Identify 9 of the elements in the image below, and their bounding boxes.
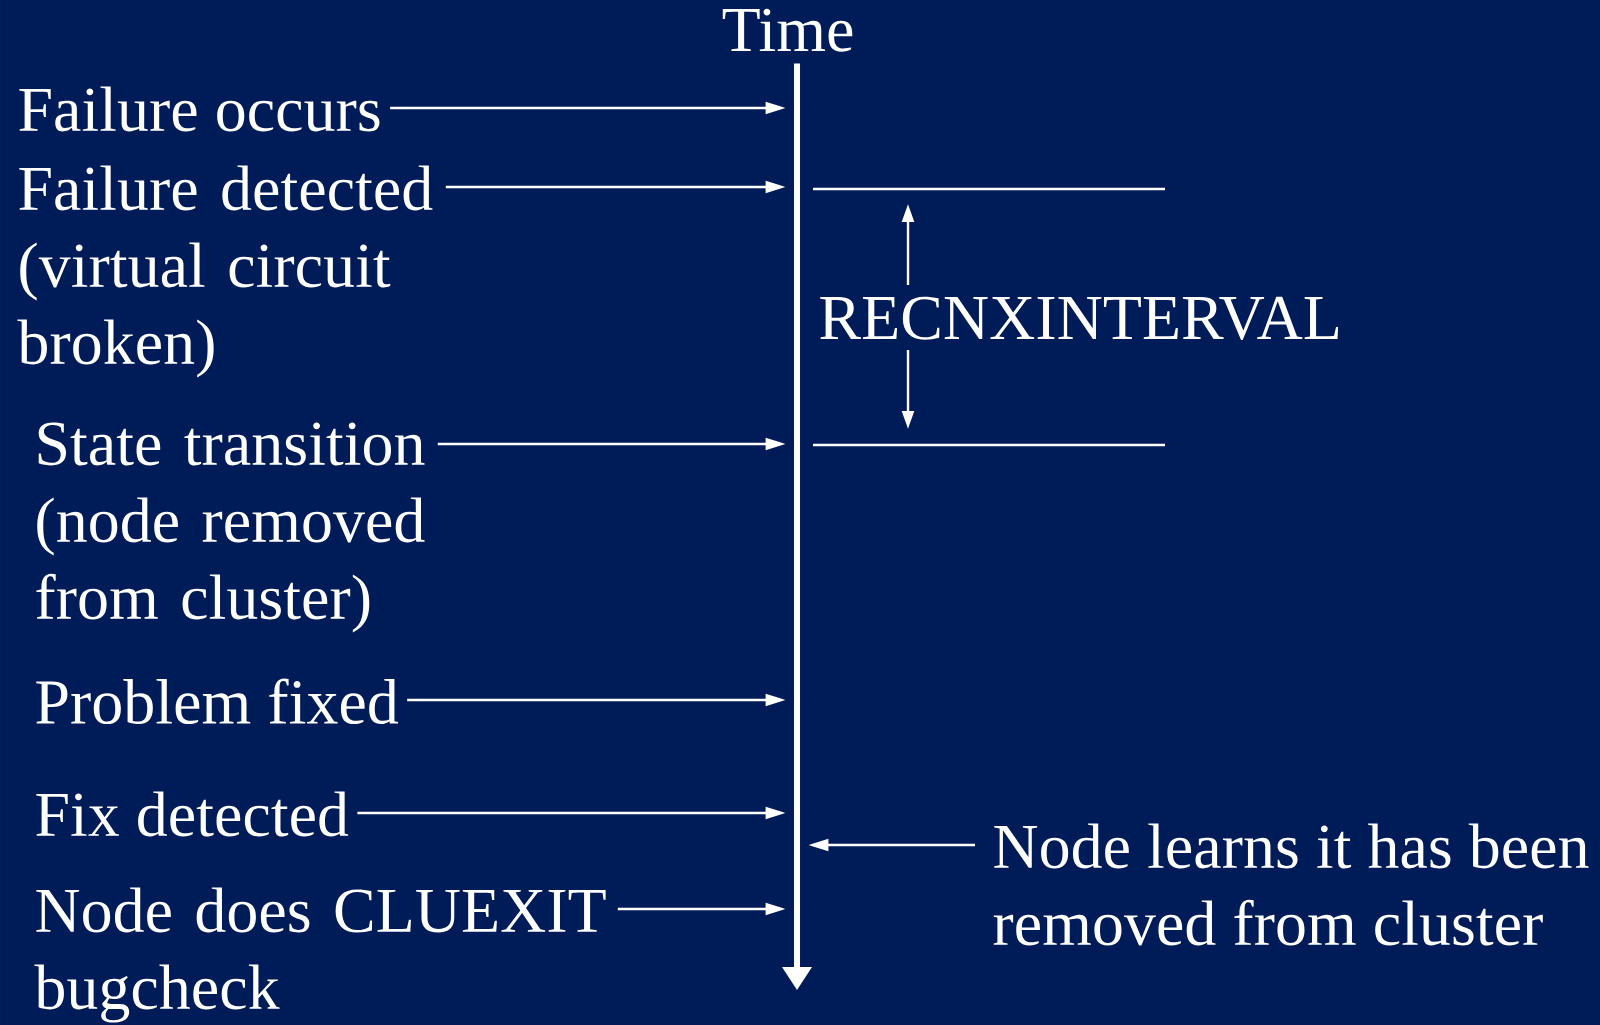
event-label: State transition (node removed from cluster): [36, 422, 425, 633]
event-label: Failure detected (virtual circuit broken): [17, 165, 433, 378]
event-label: Failure occurs: [19, 86, 380, 132]
event-label: Node learns it has been removed from cluster: [993, 823, 1589, 946]
event-label: Fix detected: [36, 791, 349, 837]
node-label: Time: [722, 8, 853, 52]
interval-label: RECNXINTERVAL: [820, 296, 1339, 340]
event-label: Node does CLUEXIT bugcheck: [34, 887, 606, 1023]
event-label: Problem fixed: [36, 678, 399, 725]
